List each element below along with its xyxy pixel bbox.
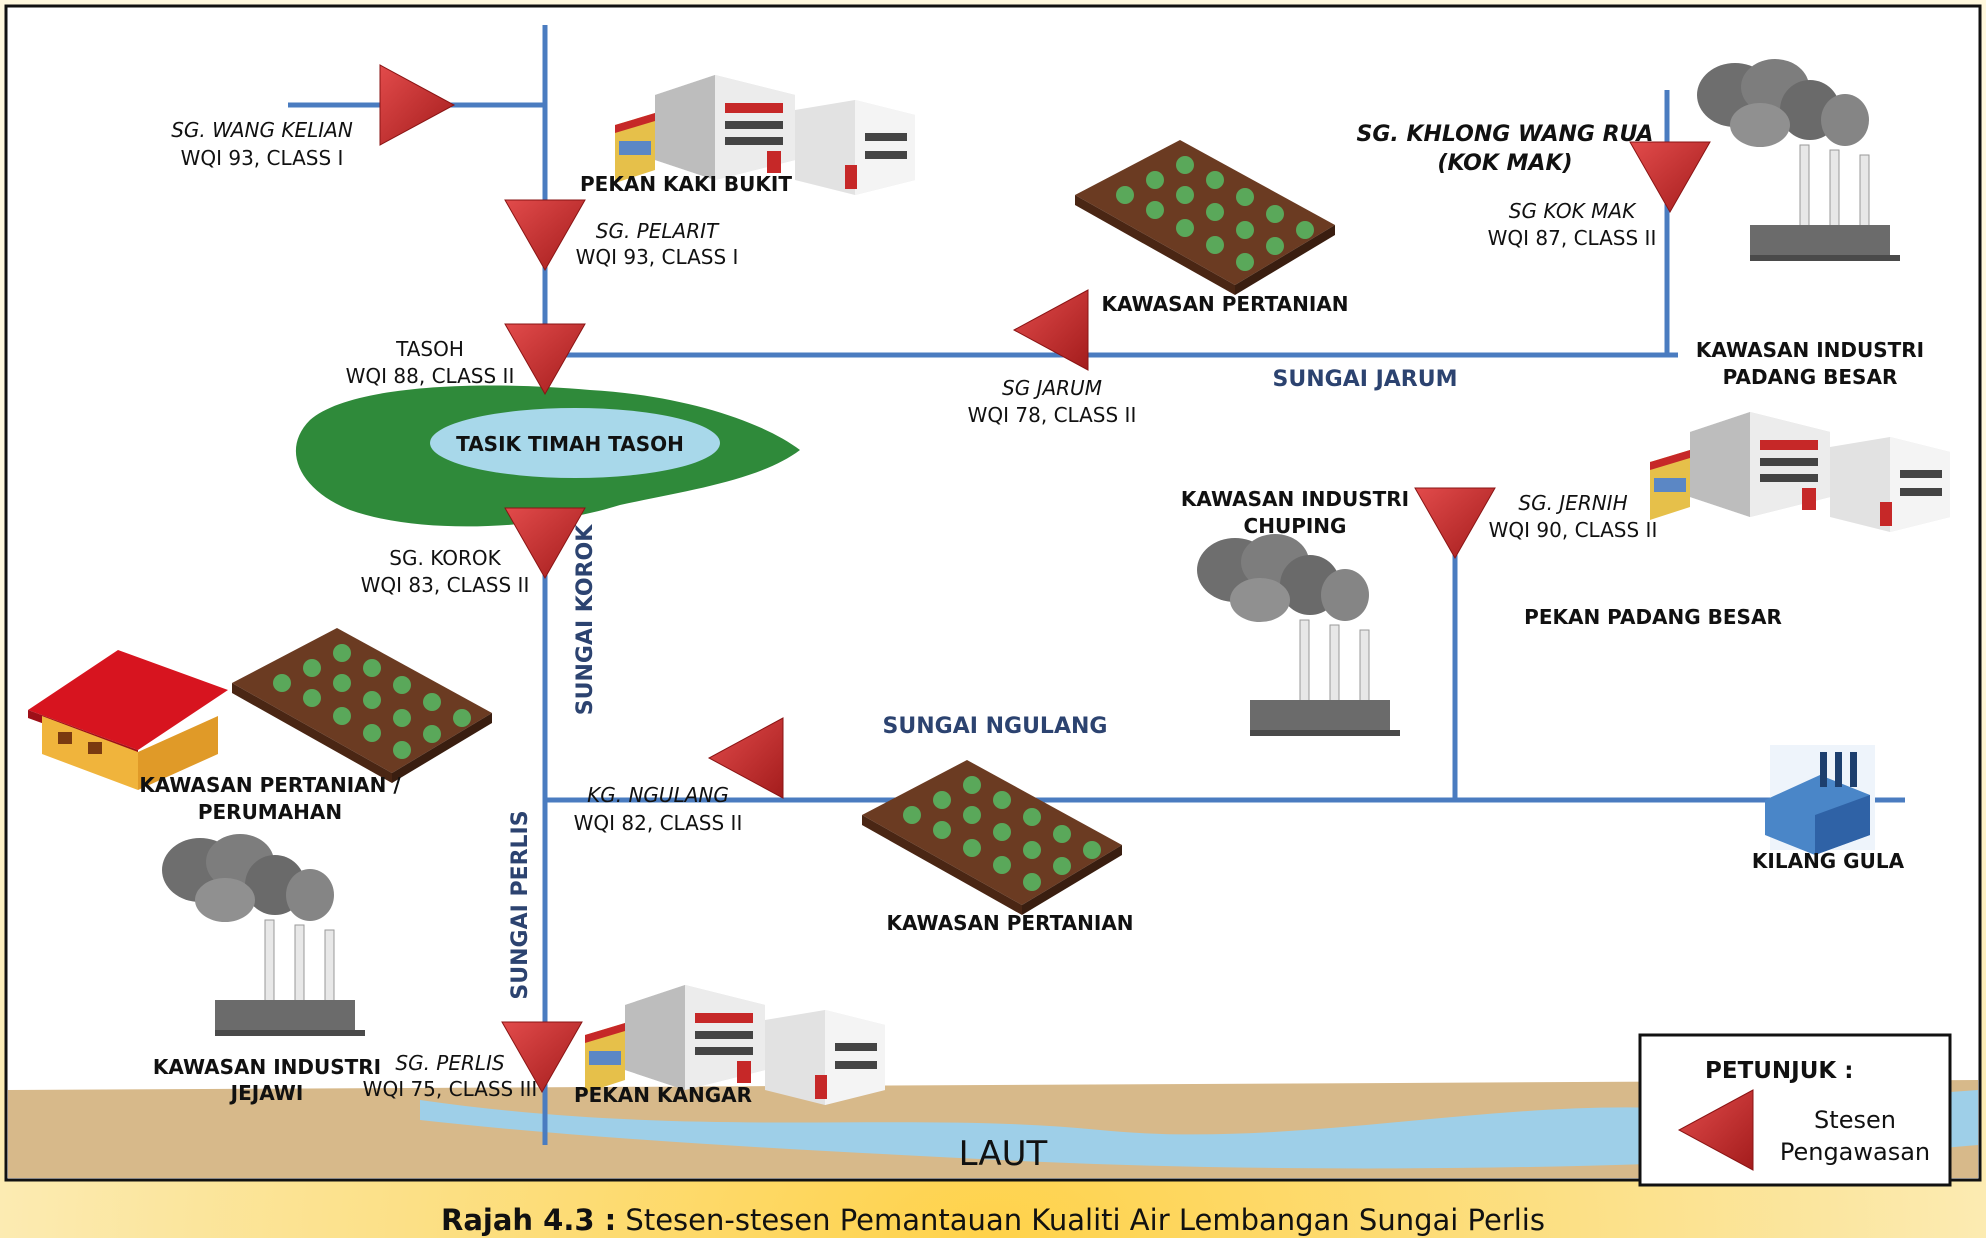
place-kawasan-pertanian: KAWASAN PERTANIAN bbox=[886, 911, 1133, 935]
place-laut: LAUT bbox=[959, 1134, 1048, 1174]
place-kawasan-industri-jejawi: KAWASAN INDUSTRI bbox=[153, 1055, 381, 1079]
station-name: TASOH bbox=[395, 337, 464, 361]
river-name-ngulang: SUNGAI NGULANG bbox=[883, 714, 1108, 739]
river-name-jarum: SUNGAI JARUM bbox=[1273, 367, 1458, 392]
station-jernih: SG. JERNIH WQI 90, CLASS II bbox=[1489, 491, 1658, 542]
place-kawasan-pertanian: KAWASAN PERTANIAN bbox=[1101, 292, 1348, 316]
station-jarum: SG JARUM WQI 78, CLASS II bbox=[968, 376, 1137, 427]
station-wqi: WQI 88, CLASS II bbox=[346, 364, 515, 388]
river-name-korok: SUNGAI KOROK bbox=[573, 524, 598, 715]
river-label-khlong-wang-rua: SG. KHLONG WANG RUA bbox=[1357, 122, 1654, 147]
station-wqi: WQI 93, CLASS I bbox=[181, 146, 344, 170]
station-name: SG KOK MAK bbox=[1509, 199, 1637, 223]
legend-label: Stesen bbox=[1814, 1106, 1896, 1134]
station-name: SG. PERLIS bbox=[395, 1051, 505, 1075]
place-kawasan-pertanian-perumahan: PERUMAHAN bbox=[198, 800, 342, 824]
caption-text: Stesen-stesen Pemantauan Kualiti Air Lem… bbox=[616, 1203, 1545, 1237]
figure-caption: Rajah 4.3 : Stesen-stesen Pemantauan Kua… bbox=[441, 1203, 1545, 1237]
station-korok: SG. KOROK WQI 83, CLASS II bbox=[361, 546, 530, 597]
station-wqi: WQI 78, CLASS II bbox=[968, 403, 1137, 427]
place-kawasan-industri-padang-besar: PADANG BESAR bbox=[1723, 365, 1898, 389]
river-name-perlis: SUNGAI PERLIS bbox=[508, 810, 533, 999]
station-wqi: WQI 83, CLASS II bbox=[361, 573, 530, 597]
place-kawasan-industri-padang-besar: KAWASAN INDUSTRI bbox=[1696, 338, 1924, 362]
place-kawasan-industri-jejawi: JEJAWI bbox=[229, 1081, 304, 1105]
station-perlis: SG. PERLIS WQI 75, CLASS III bbox=[363, 1051, 538, 1101]
station-name: SG. JERNIH bbox=[1518, 491, 1627, 515]
place-pekan-kaki-bukit: PEKAN KAKI BUKIT bbox=[580, 172, 792, 196]
place-kawasan-industri-chuping: CHUPING bbox=[1244, 514, 1347, 538]
place-pekan-padang-besar: PEKAN PADANG BESAR bbox=[1524, 605, 1782, 629]
station-wqi: WQI 75, CLASS III bbox=[363, 1077, 538, 1101]
station-wqi: WQI 90, CLASS II bbox=[1489, 518, 1658, 542]
sea-water bbox=[420, 1090, 1978, 1169]
legend-label: Pengawasan bbox=[1780, 1138, 1930, 1166]
place-kilang-gula: KILANG GULA bbox=[1752, 849, 1905, 873]
lake-tasik-timah-tasoh bbox=[295, 385, 800, 527]
diagram-frame bbox=[4, 4, 1982, 1182]
place-kawasan-pertanian-perumahan: KAWASAN PERTANIAN / bbox=[139, 773, 401, 797]
river-label-kok-mak: (KOK MAK) bbox=[1437, 151, 1572, 176]
place-kawasan-industri-chuping: KAWASAN INDUSTRI bbox=[1181, 487, 1409, 511]
station-name: SG. KOROK bbox=[389, 546, 501, 570]
place-tasik-timah-tasoh: TASIK TIMAH TASOH bbox=[456, 432, 684, 456]
place-pekan-kangar: PEKAN KANGAR bbox=[574, 1083, 752, 1107]
station-name: SG. PELARIT bbox=[596, 219, 720, 243]
station-wqi: WQI 93, CLASS I bbox=[576, 245, 739, 269]
legend-title: PETUNJUK : bbox=[1705, 1058, 1853, 1084]
legend-box: PETUNJUK : Stesen Pengawasan bbox=[1638, 1033, 1952, 1187]
station-kok-mak: SG KOK MAK WQI 87, CLASS II bbox=[1488, 199, 1657, 250]
station-tasoh: TASOH WQI 88, CLASS II bbox=[346, 337, 515, 388]
sugar-mill-icon bbox=[1765, 745, 1875, 855]
station-wang-kelian: SG. WANG KELIAN WQI 93, CLASS I bbox=[171, 118, 353, 170]
station-name: KG. NGULANG bbox=[587, 783, 729, 807]
station-name: SG. WANG KELIAN bbox=[171, 118, 353, 142]
station-name: SG JARUM bbox=[1002, 376, 1102, 400]
station-pelarit: SG. PELARIT WQI 93, CLASS I bbox=[576, 219, 739, 269]
caption-prefix: Rajah 4.3 : bbox=[441, 1203, 616, 1237]
station-ngulang: KG. NGULANG WQI 82, CLASS II bbox=[574, 783, 743, 835]
station-wqi: WQI 82, CLASS II bbox=[574, 811, 743, 835]
station-wqi: WQI 87, CLASS II bbox=[1488, 226, 1657, 250]
